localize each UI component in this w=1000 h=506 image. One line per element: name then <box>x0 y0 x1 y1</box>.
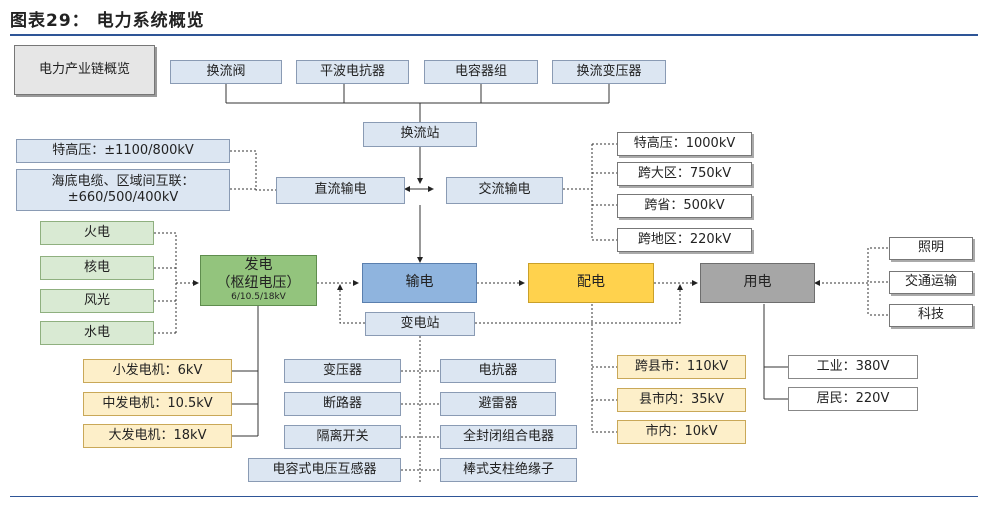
generator-medium: 中发电机：10.5kV <box>83 392 232 416</box>
distribution-level-county: 县市内：35kV <box>617 388 746 412</box>
converter-transformer: 换流变压器 <box>552 60 666 84</box>
chain-label: 电力产业链概览 <box>14 45 155 95</box>
ac-level-interdistrict: 跨地区：220kV <box>617 228 752 252</box>
distribution-node: 配电 <box>528 263 654 303</box>
use-transport: 交通运输 <box>889 271 973 294</box>
component-reactor: 电抗器 <box>440 359 556 383</box>
smoothing-reactor: 平波电抗器 <box>296 60 409 84</box>
component-arrester: 避雷器 <box>440 392 556 416</box>
dc-level-interconnect-line2: ±660/500/400kV <box>67 190 179 205</box>
source-thermal: 火电 <box>40 221 154 245</box>
consumption-level-residential: 居民：220V <box>788 387 918 411</box>
component-insulator: 棒式支柱绝缘子 <box>440 458 577 482</box>
component-breaker: 断路器 <box>284 392 401 416</box>
distribution-level-city: 市内：10kV <box>617 420 746 444</box>
dc-level-interconnect-line1: 海底电缆、区域间互联： <box>51 173 195 189</box>
dc-transmission: 直流输电 <box>276 177 405 204</box>
ac-level-uhv: 特高压：1000kV <box>617 132 752 156</box>
dc-level-interconnect: 海底电缆、区域间互联： ±660/500/400kV <box>16 169 230 211</box>
capacitor-bank: 电容器组 <box>424 60 538 84</box>
substation-node: 变电站 <box>365 312 475 336</box>
ac-level-interregion: 跨大区：750kV <box>617 162 752 186</box>
converter-valve: 换流阀 <box>170 60 282 84</box>
figure-title: 图表29： 电力系统概览 <box>10 11 205 31</box>
source-wind-solar: 风光 <box>40 289 154 313</box>
generator-small: 小发电机：6kV <box>83 359 232 383</box>
ac-level-interprovince: 跨省：500kV <box>617 194 752 218</box>
transmission-node: 输电 <box>362 263 477 303</box>
component-gis: 全封闭组合电器 <box>440 425 577 449</box>
source-nuclear: 核电 <box>40 256 154 280</box>
generation-title: 发电 <box>244 257 273 274</box>
generation-subtitle: （枢纽电压） <box>216 274 301 291</box>
consumption-level-industrial: 工业：380V <box>788 355 918 379</box>
top-rule <box>10 34 978 36</box>
generation-node: 发电 （枢纽电压） 6/10.5/18kV <box>200 255 317 306</box>
consumption-node: 用电 <box>700 263 815 303</box>
converter-station: 换流站 <box>363 122 477 147</box>
dc-level-uhv: 特高压：±1100/800kV <box>16 139 230 163</box>
component-transformer: 变压器 <box>284 359 401 383</box>
use-technology: 科技 <box>889 304 973 327</box>
component-cvt: 电容式电压互感器 <box>248 458 401 482</box>
bottom-rule <box>10 496 978 497</box>
source-hydro: 水电 <box>40 321 154 345</box>
generation-voltage: 6/10.5/18kV <box>231 292 286 303</box>
generator-large: 大发电机：18kV <box>83 424 232 448</box>
ac-transmission: 交流输电 <box>446 177 563 204</box>
component-isolator: 隔离开关 <box>284 425 401 449</box>
distribution-level-intercounty: 跨县市：110kV <box>617 355 746 379</box>
use-lighting: 照明 <box>889 237 973 260</box>
